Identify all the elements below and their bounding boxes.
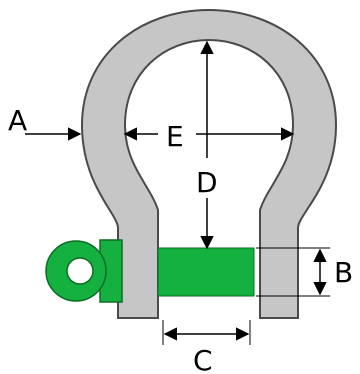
dimension-d: D: [196, 40, 218, 250]
shackle-bow: [80, 8, 338, 319]
label-a: A: [8, 104, 27, 137]
pin-shaft: [157, 247, 255, 297]
label-b: B: [334, 256, 353, 289]
label-e: E: [166, 120, 184, 153]
dimension-b: B: [256, 247, 353, 297]
label-c: C: [193, 344, 213, 374]
pin-head: [45, 239, 123, 303]
dimension-c: C: [162, 320, 251, 374]
dimension-e: E: [123, 120, 295, 153]
dimension-a: A: [8, 104, 82, 141]
label-d: D: [196, 166, 218, 199]
